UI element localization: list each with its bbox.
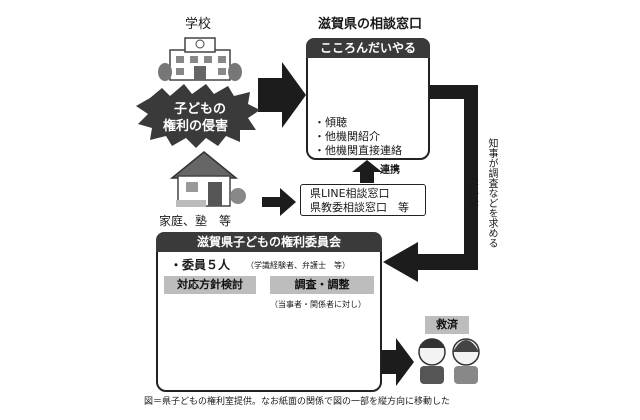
school-building-icon (158, 37, 242, 81)
school-label: 学校 (185, 17, 212, 32)
committee-members-note: （学識経験者、弁護士 等） (246, 261, 350, 270)
arrow-up-to-consultation (352, 160, 382, 183)
committee-members: ・委員５人 (170, 258, 231, 272)
violation-line1: 子どもの (174, 102, 227, 117)
arrow-to-consultation (258, 62, 306, 128)
investigation-label: 調査・調整 (270, 276, 374, 294)
figure-caption: 図＝県子どもの権利室提供。なお紙面の関係で図の一部を縦方向に移動した (144, 397, 451, 407)
unresolved-label: 未解決 (466, 176, 477, 206)
other-windows-line1: 県LINE相談窓口 (310, 187, 390, 200)
home-label: 家庭、塾 等 (159, 214, 232, 228)
violation-line2: 権利の侵害 (163, 119, 229, 134)
consultation-item-listening: ・傾聴 (314, 116, 347, 129)
consultation-banner: こころんだいやる (306, 38, 430, 58)
committee-box (156, 232, 382, 392)
other-windows-box (300, 184, 426, 216)
policy-review-label: 対応方針検討 (164, 276, 256, 294)
other-windows-line2: 県教委相談窓口 等 (310, 201, 409, 214)
cooperation-label: 連携 (380, 165, 400, 176)
committee-title: 滋賀県子どもの権利委員会 (156, 232, 382, 252)
arrow-to-other-windows (262, 188, 296, 216)
arrow-to-rescue (380, 338, 414, 386)
consultation-item-referral: ・他機関紹介 (314, 130, 380, 143)
violation-burst-shape (136, 84, 260, 148)
consultation-title: 滋賀県の相談窓口 (318, 17, 423, 32)
governor-request-label: 知事が調査などを求める (486, 138, 497, 248)
children-illustration (418, 338, 480, 384)
investigation-note: （当事者・関係者に対し） (270, 300, 366, 309)
unresolved-connector (383, 85, 478, 282)
consultation-item-direct-contact: ・他機関直接連絡 (314, 144, 402, 157)
rescue-label: 救済 (425, 316, 469, 334)
house-icon (169, 151, 246, 207)
